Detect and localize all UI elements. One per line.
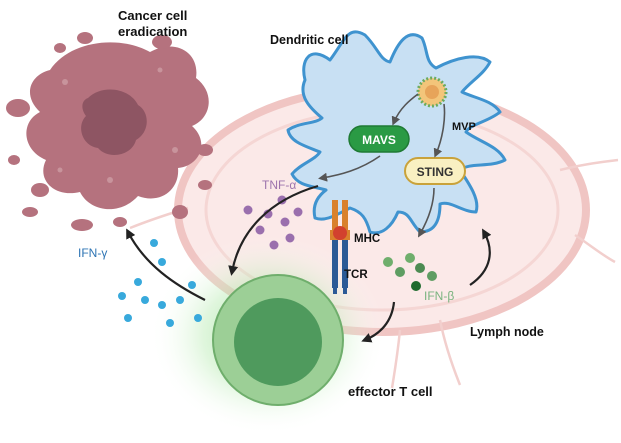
effector-t-cell-label: effector T cell: [348, 384, 433, 399]
ifn-beta-particles: [383, 253, 437, 291]
cancer-label-line1: Cancer cell: [118, 8, 187, 23]
ifn-gamma-label: IFN-γ: [78, 246, 107, 260]
mvp-virus-icon: [416, 76, 448, 108]
ifn-beta-label: IFN-β: [424, 289, 454, 303]
tnf-alpha-particles: [243, 195, 303, 250]
signaling-arrows: [318, 93, 446, 238]
mavs-node: [348, 125, 410, 153]
tcr-label: TCR: [344, 269, 368, 281]
black-arrows: [126, 184, 492, 343]
ifn-gamma-particles: [118, 239, 202, 327]
dendritic-label: Dendritic cell: [270, 33, 349, 47]
sting-node: [404, 157, 466, 185]
cancer-cell: [6, 32, 213, 231]
effector-t-cell: [150, 235, 386, 435]
mhc-label: MHC: [354, 233, 380, 245]
mvp-label: MVP: [452, 121, 476, 133]
lymph-node-label: Lymph node: [470, 325, 544, 339]
sting-label: STING: [417, 165, 454, 179]
tnf-label: TNF-α: [262, 178, 296, 192]
labels: Cancer cell eradication Dendritic cell M…: [78, 8, 544, 399]
cancer-label-line2: eradication: [118, 24, 187, 39]
mavs-label: MAVS: [362, 133, 396, 147]
mhc-tcr-complex: [330, 200, 350, 294]
